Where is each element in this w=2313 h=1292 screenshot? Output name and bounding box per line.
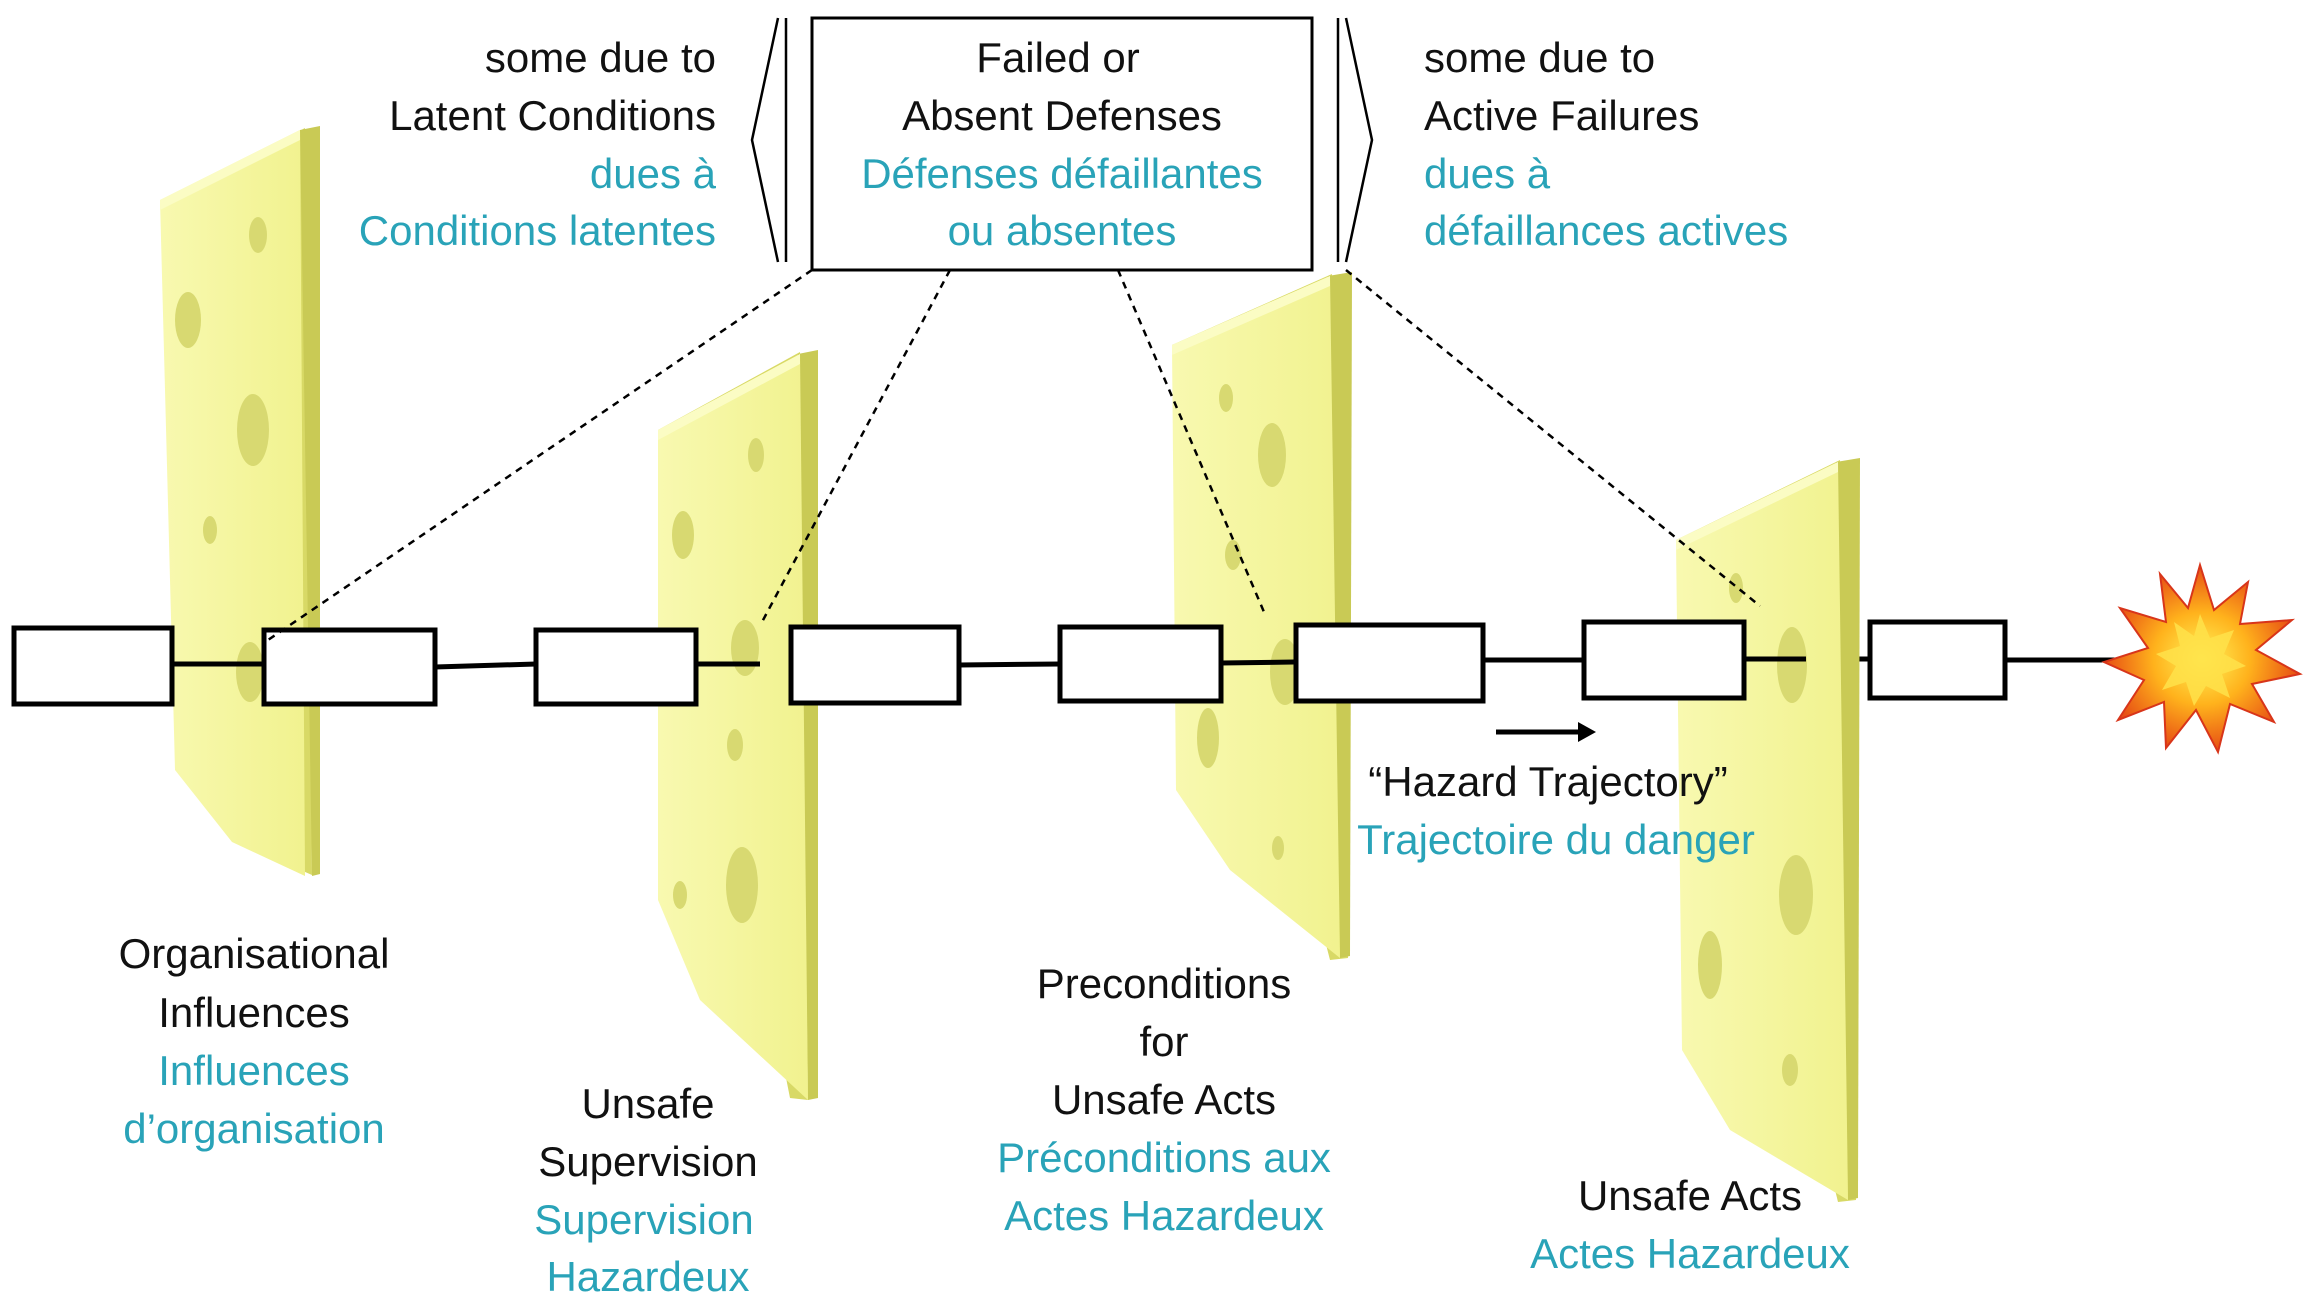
cheese-hole <box>175 292 201 348</box>
defenses-box <box>810 16 1314 272</box>
supervision-fr-line1: Supervision <box>534 1196 753 1243</box>
header-callout: Failed or Absent Defenses Défenses défai… <box>359 16 1788 272</box>
preconditions-en-line2: for <box>1139 1018 1188 1065</box>
cheese-hole <box>1779 855 1813 935</box>
chain-box <box>261 627 438 707</box>
cheese-hole <box>1777 627 1807 703</box>
chain-box <box>788 624 962 706</box>
supervision-fr-line2: Hazardeux <box>546 1253 749 1292</box>
unsafe-acts-fr-line1: Actes Hazardeux <box>1530 1230 1850 1277</box>
center-fr-line2: ou absentes <box>948 207 1177 254</box>
unsafe-acts-en-line1: Unsafe Acts <box>1578 1172 1802 1219</box>
cheese-hole <box>731 620 759 676</box>
organisational-fr-line2: d’organisation <box>123 1105 385 1152</box>
preconditions-fr-line1: Préconditions aux <box>997 1134 1331 1181</box>
cheese-hole <box>726 847 758 923</box>
trajectory-label: “Hazard Trajectory” Trajectoire du dange… <box>1357 758 1755 863</box>
slice-supervision <box>658 350 818 1100</box>
cheese-hole <box>1729 573 1743 603</box>
chain-box <box>533 627 699 707</box>
cheese-hole <box>1225 540 1241 570</box>
right-en-line2: Active Failures <box>1424 92 1699 139</box>
left-fr-line2: Conditions latentes <box>359 207 716 254</box>
trajectory-en: “Hazard Trajectory” <box>1368 758 1727 805</box>
right-en-line1: some due to <box>1424 34 1655 81</box>
organisational-en-line2: Influences <box>158 989 349 1036</box>
cheese-hole <box>1258 423 1286 487</box>
cheese-hole <box>1219 384 1233 412</box>
supervision-en-line1: Unsafe <box>581 1080 714 1127</box>
preconditions-en-line1: Preconditions <box>1037 960 1291 1007</box>
chain-boxes <box>11 619 2008 707</box>
layer-label-preconditions: Preconditions for Unsafe Acts Préconditi… <box>997 960 1331 1239</box>
right-bracket <box>1344 17 1374 263</box>
cheese-hole <box>203 516 217 544</box>
cheese-hole <box>727 729 743 761</box>
dashed-connectors <box>267 268 1761 642</box>
cheese-hole <box>237 394 269 466</box>
chain-box <box>1057 624 1224 704</box>
cheese-hole <box>249 217 267 253</box>
left-bracket <box>750 17 780 263</box>
chain-box <box>1581 619 1747 701</box>
cheese-hole <box>1698 931 1722 999</box>
chain-box <box>11 625 175 707</box>
chain-box <box>1293 622 1486 704</box>
arrow-right-icon <box>1496 722 1596 742</box>
organisational-fr-line1: Influences <box>158 1047 349 1094</box>
chain-link <box>958 661 1061 668</box>
left-en-line2: Latent Conditions <box>389 92 716 139</box>
trajectory-fr: Trajectoire du danger <box>1357 816 1755 863</box>
preconditions-en-line3: Unsafe Acts <box>1052 1076 1276 1123</box>
cheese-hole <box>672 511 694 559</box>
layer-label-supervision: Unsafe Supervision Supervision Hazardeux <box>534 1080 757 1292</box>
center-en-line1: Failed or <box>976 34 1139 81</box>
cheese-hole <box>748 438 764 472</box>
left-en-line1: some due to <box>485 34 716 81</box>
slice-preconditions <box>1172 272 1352 960</box>
preconditions-fr-line2: Actes Hazardeux <box>1004 1192 1324 1239</box>
cheese-hole <box>1197 708 1219 768</box>
cheese-hole <box>236 642 264 702</box>
explosion-icon <box>2101 561 2303 755</box>
right-fr-line2: défaillances actives <box>1424 207 1788 254</box>
cheese-hole <box>673 881 687 909</box>
chain-link <box>434 661 537 670</box>
cheese-hole <box>1782 1054 1798 1086</box>
center-fr-line1: Défenses défaillantes <box>861 150 1263 197</box>
layer-label-unsafe-acts: Unsafe Acts Actes Hazardeux <box>1530 1172 1850 1277</box>
center-en-line2: Absent Defenses <box>902 92 1222 139</box>
slice-organisational <box>160 126 320 876</box>
chain-through-holes <box>172 656 1806 667</box>
layer-label-organisational: Organisational Influences Influences d’o… <box>119 930 390 1152</box>
right-fr-line1: dues à <box>1424 150 1551 197</box>
organisational-en-line1: Organisational <box>119 930 390 977</box>
cheese-hole <box>1272 836 1284 860</box>
chain-box <box>1867 619 2008 701</box>
cheese-hole <box>1270 639 1300 705</box>
left-fr-line1: dues à <box>590 150 717 197</box>
supervision-en-line2: Supervision <box>538 1138 757 1185</box>
